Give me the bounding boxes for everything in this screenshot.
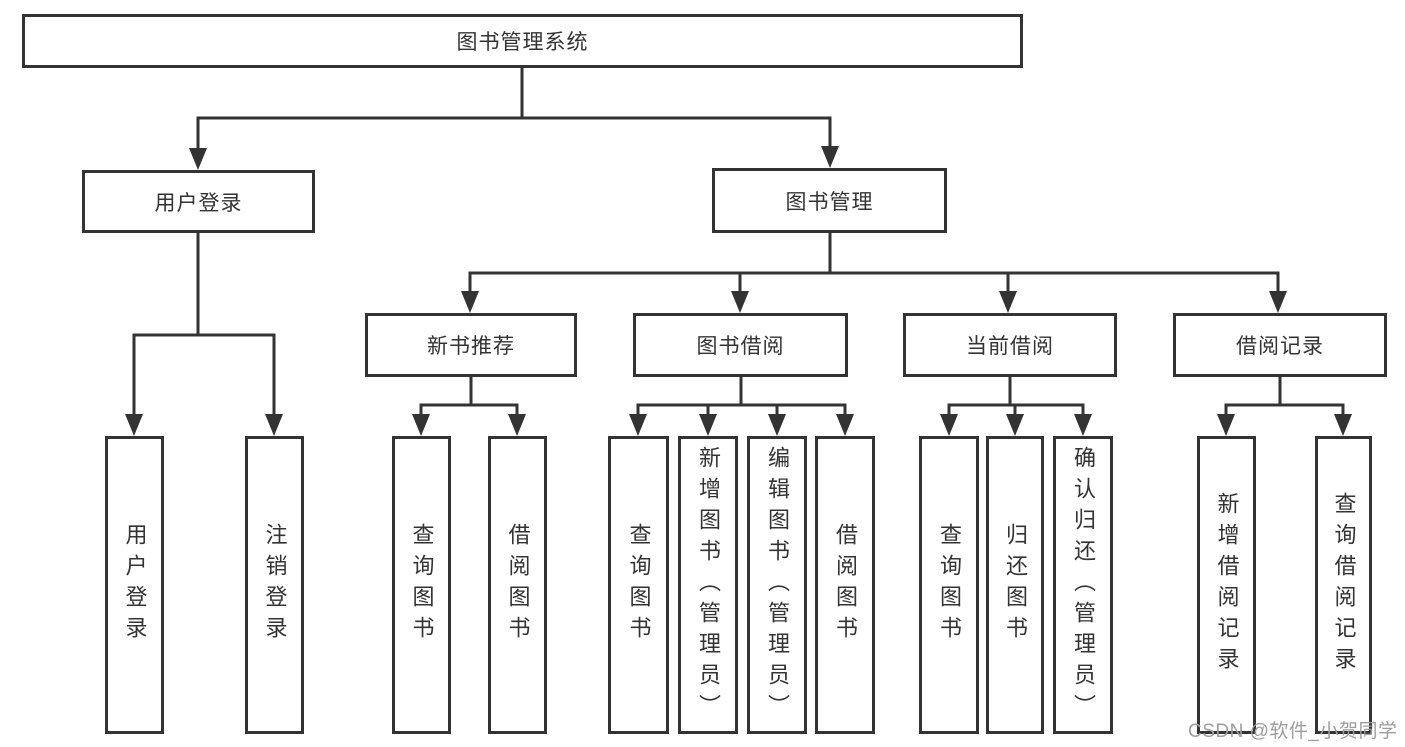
leaf-recommend-borrow-book: 借阅图书 [488,436,547,734]
leaf-borrow-add-book: 新增图书（管理员） [678,436,738,734]
node-book-borrow: 图书借阅 [633,313,848,377]
leaf-records-query-record-label: 查询借阅记录 [1331,492,1357,678]
node-borrow-records: 借阅记录 [1173,313,1387,377]
leaf-recommend-borrow-book-label: 借阅图书 [505,523,531,647]
leaf-current-return-book-label: 归还图书 [1003,523,1028,647]
leaf-user-login: 用户登录 [105,436,164,734]
leaf-logout-login: 注销登录 [245,436,304,734]
leaf-borrow-edit-book: 编辑图书（管理员） [747,436,807,734]
node-library-system: 图书管理系统 [22,14,1023,68]
leaf-borrow-query-book: 查询图书 [608,436,669,734]
node-current-borrow: 当前借阅 [903,313,1117,377]
leaf-current-confirm-return-label: 确认归还（管理员） [1071,445,1096,725]
node-new-book-recommend: 新书推荐 [365,313,577,377]
leaf-user-login-label: 用户登录 [122,523,148,647]
leaf-borrow-add-book-label: 新增图书（管理员） [696,445,721,725]
leaf-borrow-query-book-label: 查询图书 [626,523,652,647]
leaf-records-add-record-label: 新增借阅记录 [1214,492,1240,678]
leaf-borrow-edit-book-label: 编辑图书（管理员） [765,445,790,725]
leaf-recommend-query-book: 查询图书 [392,436,451,734]
leaf-recommend-query-book-label: 查询图书 [409,523,435,647]
node-user-login: 用户登录 [82,170,315,233]
leaf-logout-login-label: 注销登录 [262,523,288,647]
node-book-management: 图书管理 [712,168,947,233]
leaf-borrow-borrow-book-label: 借阅图书 [833,523,858,647]
leaf-records-query-record: 查询借阅记录 [1315,436,1372,734]
leaf-current-query-book-label: 查询图书 [937,523,962,647]
arrowheads [125,146,1352,436]
leaf-current-return-book: 归还图书 [986,436,1044,734]
leaf-current-confirm-return: 确认归还（管理员） [1053,436,1113,734]
leaf-records-add-record: 新增借阅记录 [1197,436,1256,734]
leaf-current-query-book: 查询图书 [919,436,979,734]
csdn-watermark: CSDN @软件_小贺同学 [1188,721,1398,742]
leaf-borrow-borrow-book: 借阅图书 [815,436,875,734]
